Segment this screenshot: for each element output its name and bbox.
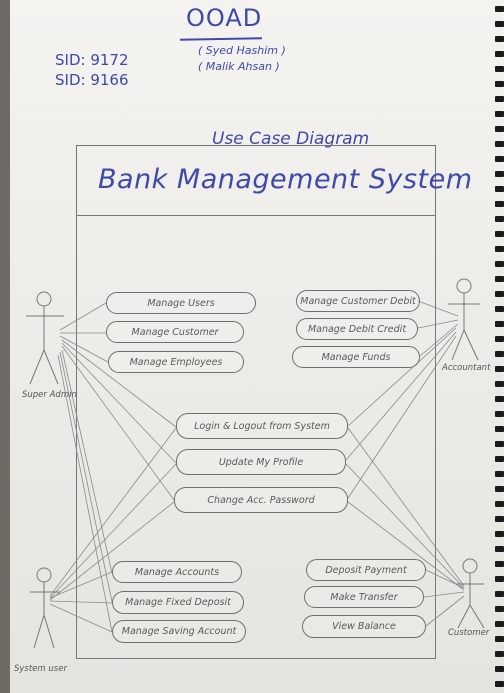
binding-hole [495,471,504,477]
binding-hole [495,231,504,237]
binding-hole [495,501,504,507]
binding-hole [495,666,504,672]
use-case-manage-users: Manage Users [106,292,256,314]
super-admin-figure [26,291,64,385]
student-id-1: SID: 9172 [55,51,129,69]
binding-hole [495,441,504,447]
use-case-manage-debit-credit: Manage Debit Credit [296,318,418,340]
binding-hole [495,126,504,132]
student-name-2: ( Malik Ahsan ) [198,60,280,73]
binding-hole [495,291,504,297]
binding-hole [495,246,504,252]
actor-label-system-user: System user [14,664,67,674]
actor-label-super-admin: Super Admin [22,390,77,400]
student-name-1: ( Syed Hashim ) [198,44,286,57]
binding-hole [495,486,504,492]
binding-hole [495,366,504,372]
binding-hole [495,621,504,627]
binding-hole [495,156,504,162]
binding-hole [495,36,504,42]
use-case-manage-employees: Manage Employees [108,351,244,373]
binding-hole [495,51,504,57]
binding-hole [495,651,504,657]
binding-hole [495,111,504,117]
binding-hole [495,516,504,522]
binding-hole [495,141,504,147]
binding-hole [495,276,504,282]
system-user-figure [30,567,60,649]
use-case-view-balance: View Balance [302,615,426,638]
binding-hole [495,411,504,417]
binding-hole [495,6,504,12]
binding-hole [495,21,504,27]
actor-label-accountant: Accountant [442,363,491,373]
course-title: OOAD [186,4,263,32]
binding-hole [495,636,504,642]
use-case-update-profile: Update My Profile [176,449,346,475]
binding-hole [495,681,504,687]
binding-hole [495,576,504,582]
binding-hole [495,336,504,342]
use-case-manage-customer-debit: Manage Customer Debit [296,290,420,312]
student-id-2: SID: 9166 [55,71,129,89]
binding-hole [495,561,504,567]
binding-hole [495,381,504,387]
actor-label-customer: Customer [448,628,490,638]
binding-hole [495,396,504,402]
binding-hole [495,201,504,207]
binding-hole [495,171,504,177]
binding-hole [495,186,504,192]
use-case-make-transfer: Make Transfer [304,586,424,608]
system-title: Bank Management System [98,164,473,195]
binding-hole [495,546,504,552]
customer-figure [456,558,485,629]
binding-hole [495,531,504,537]
binding-hole [495,321,504,327]
use-case-manage-saving-account: Manage Saving Account [112,620,246,643]
use-case-login-logout: Login & Logout from System [176,413,348,439]
use-case-change-password: Change Acc. Password [174,487,348,513]
use-case-manage-funds: Manage Funds [292,346,420,368]
binding-hole [495,261,504,267]
use-case-deposit-payment: Deposit Payment [306,559,426,581]
use-case-manage-fixed-deposit: Manage Fixed Deposit [112,591,244,614]
notebook-page [10,0,504,693]
binding-hole [495,591,504,597]
binding-hole [495,66,504,72]
spiral-binding [492,0,504,693]
use-case-manage-customer: Manage Customer [106,321,244,343]
system-title-divider [76,215,436,217]
binding-hole [495,96,504,102]
binding-hole [495,426,504,432]
accountant-figure [448,278,480,361]
binding-hole [495,606,504,612]
binding-hole [495,456,504,462]
diagram-type-label: Use Case Diagram [212,129,370,149]
system-boundary [76,145,436,659]
binding-hole [495,81,504,87]
binding-hole [495,216,504,222]
use-case-manage-accounts: Manage Accounts [112,561,242,583]
binding-hole [495,306,504,312]
binding-hole [495,351,504,357]
